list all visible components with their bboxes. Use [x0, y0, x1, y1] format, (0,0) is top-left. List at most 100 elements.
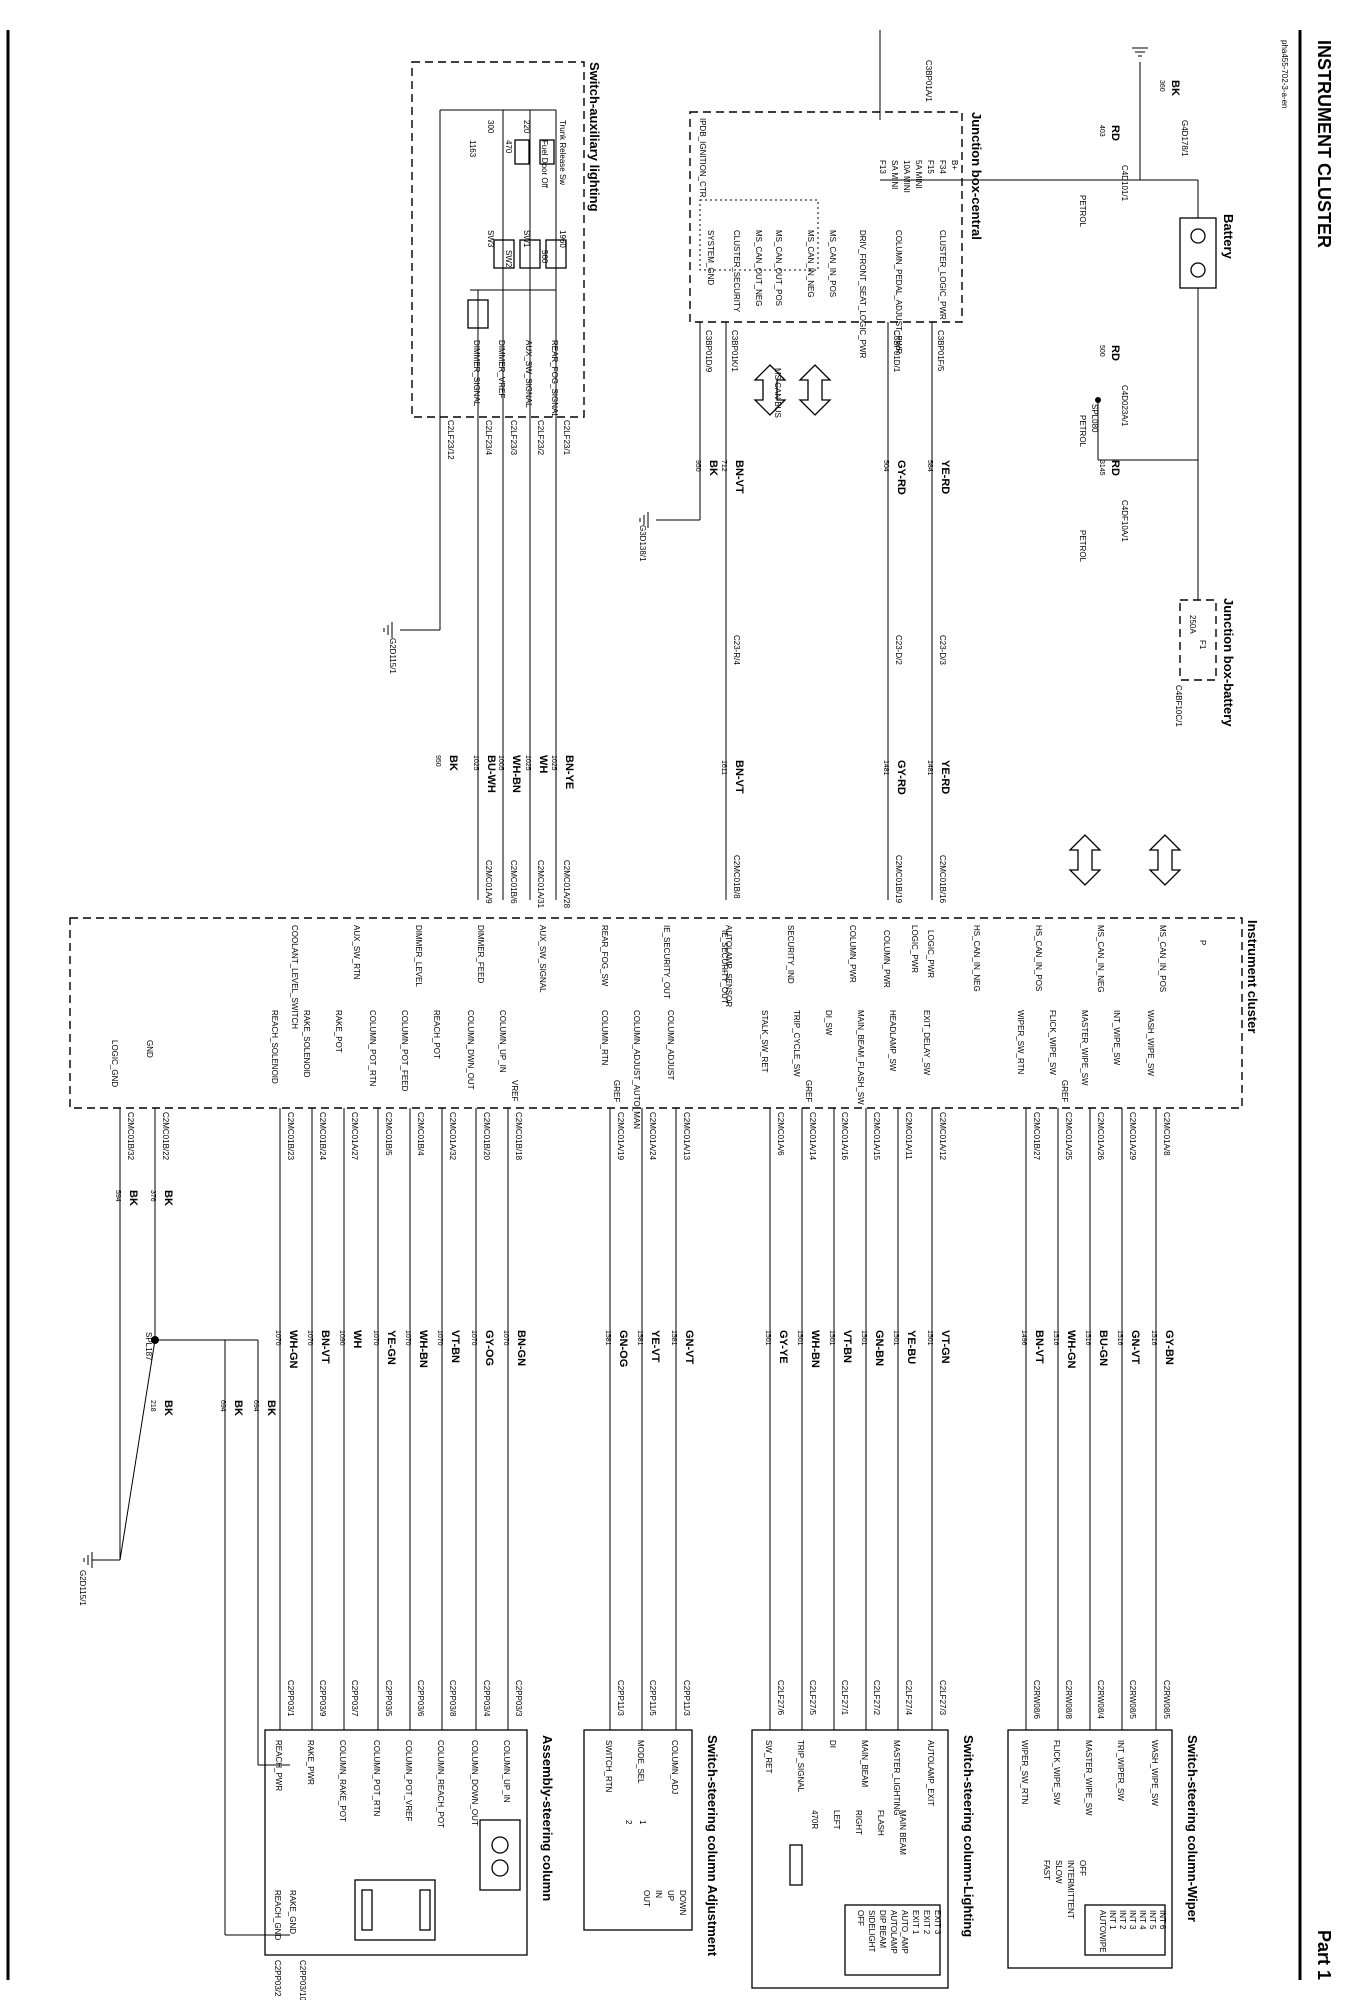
cluster-output-number-12: 1581: [636, 1330, 643, 1346]
aux-switch-box: [411, 61, 585, 418]
cluster-pin-0: MS_CAN_IN_POS: [1158, 925, 1167, 992]
cluster-output-connector-5: C2MC01A/12: [938, 1112, 947, 1161]
cluster-output-signal-16: REACH_POT: [432, 1010, 441, 1059]
common-gref-lighting: GREF: [804, 1080, 813, 1102]
spl080-dot: [1095, 397, 1101, 403]
cluster-output-target-12: C2PP11/5: [648, 1680, 657, 1716]
jb-central-pin-5: SA MINI: [890, 160, 899, 189]
aux-resistor-560: [467, 299, 489, 329]
gnd-wire-color-4: BK: [162, 1400, 174, 1416]
cluster-title: Instrument cluster: [1245, 920, 1260, 1033]
aux-wire-color-4: BK: [447, 755, 459, 771]
aux-inside-7: 560: [540, 250, 549, 264]
cluster-pin-9: REAR_FOG_SW: [600, 925, 609, 987]
cluster-output-target-signal-7: MAIN_BEAM: [860, 1740, 869, 1787]
lighting-position-8: MAIN BEAM: [898, 1810, 907, 1855]
jb-cluster-color-0: YE-RD: [939, 760, 951, 794]
cluster-pin-13: AUX_SW_RTN: [352, 925, 361, 980]
steering-assembly-title: Assembly-steering column: [540, 1735, 555, 1901]
cluster-output-target-15: C2PP03/4: [482, 1680, 491, 1717]
aux-resistor-300: [545, 239, 567, 269]
cluster-output-target-3: C2RW08/8: [1064, 1680, 1073, 1720]
instrument-cluster-box: [69, 917, 1243, 1109]
hs-can-arrow: [1068, 834, 1102, 886]
cluster-output-number-10: 1501: [764, 1330, 771, 1346]
jb-cluster-signal-1: COLUMN_PWR: [882, 930, 891, 988]
aux-wire-number-2: 1005: [497, 755, 504, 771]
aux-wire-cluster-3: C2MC01A/9: [484, 860, 493, 904]
cluster-output-target-18: C2PP03/5: [384, 1680, 393, 1717]
cluster-pin-1: MS_CAN_IN_NEG: [1096, 925, 1105, 993]
cluster-output-signal-18: COLUMN_POT_RTN: [368, 1010, 377, 1087]
static-shapes: [6, 30, 1302, 1989]
cluster-pin-10: AUX_SW_SIGNAL: [538, 925, 547, 993]
wiper-position-0: INT 6: [1158, 1910, 1167, 1930]
aux-switch-title: Switch-auxiliary lighting: [587, 62, 602, 212]
page-code: pha455-702-3-a-en: [1280, 40, 1289, 109]
gnd-wire-connector-0: C2MC01B/22: [161, 1112, 170, 1161]
jb-central-signal-5: MS_CAN_OUT_POS: [774, 230, 783, 306]
jb-cluster-connector-2: C2MC01B/8: [732, 855, 741, 899]
jb-central-pin-0: B+: [950, 160, 959, 170]
top-wire-number-3: 3145: [1098, 460, 1105, 476]
jb-cluster-number-1: 1481: [882, 760, 889, 776]
cluster-output-target-9: C2LF27/5: [808, 1680, 817, 1716]
jb-wire-color-0: YE-RD: [939, 460, 951, 494]
aux-inside-4: 300: [486, 120, 495, 134]
lighting-position-9: FLASH: [876, 1810, 885, 1836]
jb-central-signal-9: IPDB_IGNITION_CTR: [698, 118, 707, 198]
rake-pot: [361, 1889, 373, 1931]
jb-central-bus-label: MS CAN BUS: [773, 368, 782, 418]
lighting-switch-title: Switch-steering column-Lighting: [961, 1735, 976, 1937]
gnd-wire-color-2: BK: [265, 1400, 277, 1416]
cluster-output-target-signal-0: WASH_WIPE_SW: [1150, 1740, 1159, 1806]
jb-cluster-signal-2: IE_SECURITY_OUT: [720, 930, 729, 1004]
cluster-output-connector-1: C2MC01A/29: [1128, 1112, 1137, 1161]
cluster-output-target-signal-18: COLUMN_POT_RTN: [372, 1740, 381, 1817]
jb-central-signal-6: MS_CAN_OUT_NEG: [754, 230, 763, 306]
lighting-position-0: EXIT 3: [933, 1910, 942, 1935]
jb-central-pin-2: F15: [926, 160, 935, 174]
aux-wire-connector-3: C2LF23/4: [484, 420, 493, 456]
cluster-output-target-21: C2PP03/1: [286, 1680, 295, 1717]
cluster-pin-14: COOLANT_LEVEL_SWITCH: [290, 925, 299, 1029]
ms-can-arrow-3: [1148, 834, 1182, 886]
jb-cluster-color-1: GY-RD: [895, 760, 907, 795]
wiper-position-10: FAST: [1042, 1860, 1051, 1880]
cluster-output-connector-6: C2MC01A/11: [904, 1112, 913, 1160]
gnd-wire-number-0: 376: [149, 1190, 156, 1202]
cluster-output-number-5: 1501: [926, 1330, 933, 1346]
jb-central-pin-6: F13: [878, 160, 887, 174]
jb-wire-number-2: 712: [720, 460, 727, 472]
cluster-output-signal-4: WIPER_SW_RTN: [1016, 1010, 1025, 1075]
aux-inside-3: 470: [504, 140, 513, 154]
aux-wire-color-0: BN-YE: [563, 755, 575, 789]
jb-central-signal-0: CLUSTER_LOGIC_PWR: [938, 230, 947, 320]
cluster-output-color-15: GY-OG: [483, 1330, 495, 1366]
cluster-output-signal-21: REACH_SOLENOID: [270, 1010, 279, 1084]
aux-wire-cluster-0: C2MC01A/28: [562, 860, 571, 909]
cluster-output-signal-1: INT_WIPE_SW: [1112, 1010, 1121, 1066]
steering-assembly-box: [264, 1729, 528, 1956]
splice-spl187: SPL187: [144, 1332, 153, 1361]
cluster-output-color-12: YE-VT: [649, 1330, 661, 1363]
cluster-output-connector-17: C2MC01B/4: [416, 1112, 425, 1156]
cluster-output-signal-6: HEADLAMP_SW: [888, 1010, 897, 1072]
jb-central-signal-2: DRIV_FRONT_SEAT_LOGIC_PWR: [858, 230, 867, 359]
cluster-output-signal-14: COLUMN_UP_IN: [498, 1010, 507, 1073]
cluster-output-target-13: C2PP11/3: [616, 1680, 625, 1716]
cluster-output-signal-9: TRIP_CYCLE_SW: [792, 1010, 801, 1077]
cluster-output-signal-3: FLICK_WIPE_SW: [1048, 1010, 1057, 1075]
aux-inside-2: 220: [522, 120, 531, 134]
aux-inside-6: 1960: [558, 230, 567, 248]
gnd-wire-color-0: BK: [162, 1190, 174, 1206]
cluster-output-signal-15: COLUMN_DWN_OUT: [466, 1010, 475, 1090]
aux-wire-connector-1: C2LF23/2: [536, 420, 545, 456]
top-wire-number-1: 403: [1098, 125, 1105, 137]
wiper-position-3: INT 3: [1128, 1910, 1137, 1930]
cluster-output-number-18: 1070: [372, 1330, 379, 1346]
gnd-wire-signal-0: GND: [145, 1040, 154, 1058]
aux-wire-signal-2: DIMMER_VREF: [497, 340, 506, 398]
jb-cluster-color-2: BN-VT: [733, 760, 745, 794]
aux-wire-number-3: 1025: [472, 755, 479, 771]
